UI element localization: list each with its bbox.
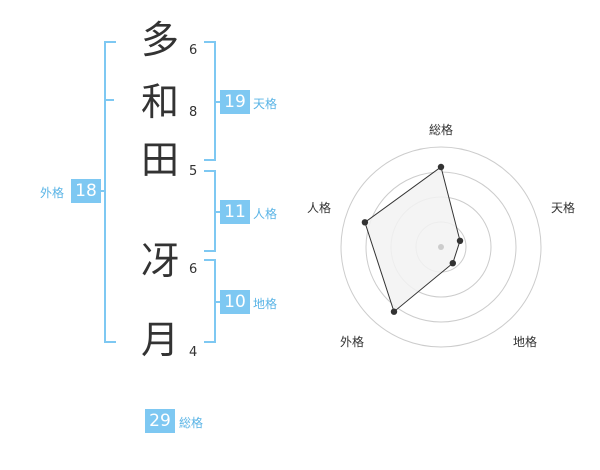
tenkaku-label: 天格 — [253, 97, 278, 111]
name-char-2: 和 — [140, 80, 179, 124]
stroke-count-5: 4 — [189, 345, 198, 360]
radar-point — [390, 308, 398, 315]
gaikaku-bracket — [104, 41, 116, 343]
soukaku-label: 総格 — [179, 416, 204, 430]
stroke-count-2: 8 — [189, 105, 198, 120]
radar-points — [361, 163, 464, 315]
radar-center-dot — [438, 244, 444, 250]
stroke-count-1: 6 — [189, 43, 198, 58]
tenkaku-badge: 19 — [220, 90, 250, 114]
name-char-4: 冴 — [140, 239, 179, 283]
stroke-count-3: 5 — [189, 164, 198, 179]
name-char-1: 多 — [140, 18, 179, 62]
bracket-tick — [106, 99, 114, 101]
radar-axis-label: 人格 — [307, 200, 331, 215]
soukaku-badge: 29 — [145, 409, 175, 433]
radar-ring — [340, 146, 542, 348]
radar-axis-label: 地格 — [513, 334, 537, 349]
gaikaku-badge: 18 — [71, 179, 101, 203]
bracket-connector — [214, 101, 222, 103]
name-char-5: 月 — [140, 318, 179, 362]
bracket-connector — [214, 211, 222, 213]
radar-axis-label: 天格 — [551, 200, 575, 215]
radar-axis-label: 総格 — [429, 122, 453, 137]
gaikaku-label: 外格 — [40, 186, 65, 200]
radar-point — [456, 237, 464, 244]
radar-point — [361, 219, 369, 226]
radar-data-polygon — [364, 166, 461, 313]
bracket-connector — [214, 301, 222, 303]
name-char-3: 田 — [140, 138, 179, 182]
chikaku-label: 地格 — [253, 297, 278, 311]
chikaku-badge: 10 — [220, 290, 250, 314]
radar-point — [437, 163, 445, 171]
jinkaku-badge: 11 — [220, 200, 250, 224]
radar-point — [449, 260, 456, 267]
stroke-count-4: 6 — [189, 262, 198, 277]
jinkaku-label: 人格 — [253, 207, 278, 221]
radar-axis-label: 外格 — [340, 334, 364, 349]
